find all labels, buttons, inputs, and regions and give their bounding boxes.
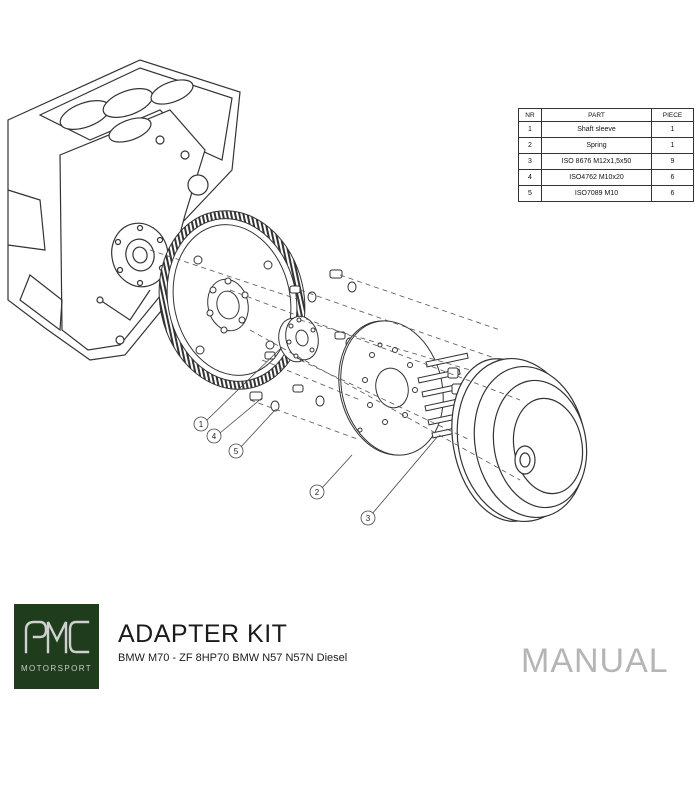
- row-nr: 1: [518, 121, 542, 138]
- pmc-motorsport-logo: MOTORSPORT: [14, 604, 99, 689]
- row-piece: 1: [651, 121, 694, 138]
- callout-2: 2: [309, 484, 325, 500]
- callout-label: 4: [212, 432, 217, 441]
- header-piece: PIECE: [651, 108, 694, 122]
- assembly-lines: [149, 249, 521, 481]
- callout-1: 1: [193, 416, 209, 432]
- row-part: Spring: [541, 137, 652, 154]
- shaft-sleeve: [278, 315, 319, 363]
- pmc-logo-mark-icon: [24, 620, 90, 654]
- page-subtitle: BMW M70 - ZF 8HP70 BMW N57 N57N Diesel: [118, 652, 348, 664]
- row-piece: 9: [651, 153, 694, 170]
- row-nr: 5: [518, 185, 542, 202]
- callout-4: 4: [206, 428, 222, 444]
- row-part: ISO7089 M10: [541, 185, 652, 202]
- flex-plate: [338, 320, 444, 456]
- manual-label: MANUAL: [521, 642, 669, 680]
- page-title: ADAPTER KIT: [118, 620, 288, 648]
- row-part: Shaft sleeve: [541, 121, 652, 138]
- row-nr: 3: [518, 153, 542, 170]
- engine-block: [7, 59, 241, 361]
- row-piece: 6: [651, 169, 694, 186]
- logo-text: MOTORSPORT: [20, 664, 93, 673]
- callout-3: 3: [360, 510, 376, 526]
- table-row: 4 ISO4762 M10x20 6: [518, 169, 694, 186]
- table-row: 2 Spring 1: [518, 137, 694, 154]
- flywheel: [158, 210, 306, 390]
- bolts-and-washers: [249, 269, 357, 412]
- row-nr: 4: [518, 169, 542, 186]
- callout-label: 3: [366, 514, 371, 523]
- table-header-row: NR PART PIECE: [518, 108, 694, 122]
- callout-label: 5: [234, 447, 239, 456]
- header-part: PART: [541, 108, 652, 122]
- callout-5: 5: [228, 443, 244, 459]
- row-part: ISO 8676 M12x1,5x50: [541, 153, 652, 170]
- table-row: 1 Shaft sleeve 1: [518, 121, 694, 138]
- row-nr: 2: [518, 137, 542, 154]
- callouts: 1 4 5 2 3: [193, 416, 376, 526]
- table-row: 3 ISO 8676 M12x1,5x50 9: [518, 153, 694, 170]
- row-piece: 6: [651, 185, 694, 202]
- torque-converter: [451, 357, 588, 523]
- table-row: 5 ISO7089 M10 6: [518, 185, 694, 202]
- row-part: ISO4762 M10x20: [541, 169, 652, 186]
- header-nr: NR: [518, 108, 542, 122]
- row-piece: 1: [651, 137, 694, 154]
- callout-label: 2: [315, 488, 320, 497]
- parts-table: NR PART PIECE 1 Shaft sleeve 1 2 Spring …: [518, 108, 694, 202]
- leader-lines: [206, 346, 439, 515]
- callout-label: 1: [199, 420, 204, 429]
